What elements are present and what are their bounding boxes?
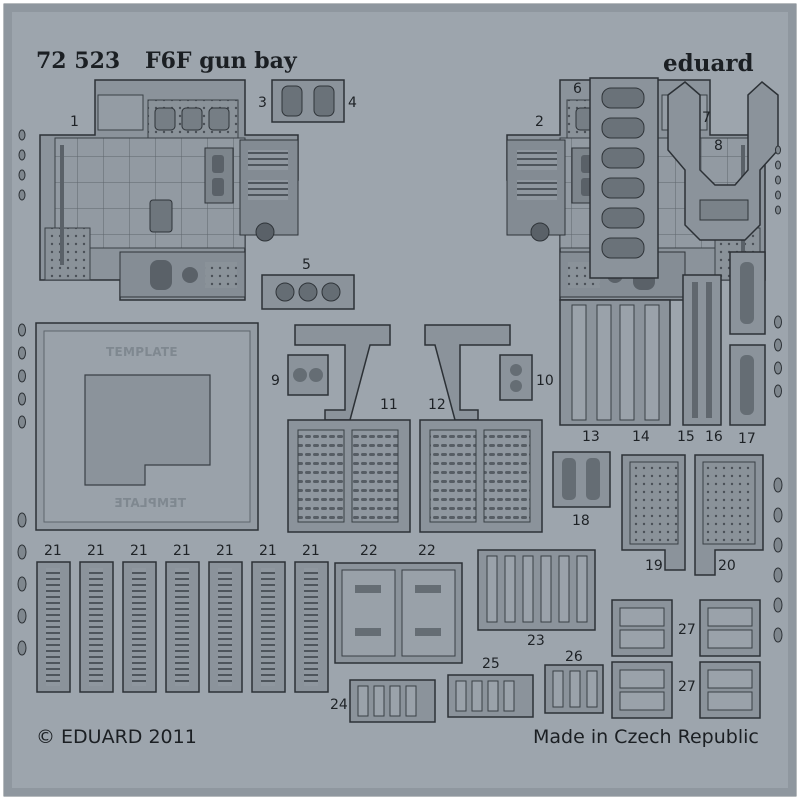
- part-21-strips: [36, 561, 329, 693]
- part-label-15: 15: [677, 429, 695, 445]
- part-label-2: 2: [535, 114, 544, 130]
- template-area: [35, 322, 259, 531]
- part-27: [611, 599, 761, 719]
- sheet-title: F6F gun bay: [145, 48, 297, 74]
- parts-9-10: [287, 354, 533, 401]
- origin-text: Made in Czech Republic: [533, 726, 759, 748]
- part-label-13: 13: [582, 429, 600, 445]
- part-label-21-a: 21: [44, 543, 62, 559]
- part-1-gun-bay-left: [39, 79, 299, 301]
- part-label-21-b: 21: [87, 543, 105, 559]
- part-label-21-e: 21: [216, 543, 234, 559]
- part-label-18: 18: [572, 513, 590, 529]
- part-label-19: 19: [645, 558, 663, 574]
- template-label-bottom: TEMPLATE: [114, 496, 186, 510]
- part-label-25: 25: [482, 656, 500, 672]
- part-label-3: 3: [258, 95, 267, 111]
- part-18: [552, 451, 611, 508]
- part-label-14: 14: [632, 429, 650, 445]
- brand-logo: eduard: [663, 50, 754, 77]
- sheet-code: 72 523: [36, 48, 121, 74]
- part-5: [261, 274, 355, 310]
- part-23: [477, 549, 596, 631]
- part-label-16: 16: [705, 429, 723, 445]
- part-22: [334, 562, 463, 664]
- template-label-top: TEMPLATE: [106, 345, 178, 359]
- part-label-9: 9: [271, 373, 280, 389]
- part-label-7: 7: [702, 110, 711, 126]
- parts-3-4: [271, 79, 345, 123]
- part-label-4: 4: [348, 95, 357, 111]
- parts-15-16: [682, 274, 722, 426]
- parts-11-12: [287, 324, 543, 533]
- part-label-10: 10: [536, 373, 554, 389]
- parts-7-8: [667, 81, 779, 241]
- part-label-27-b: 27: [678, 679, 696, 695]
- part-label-21-f: 21: [259, 543, 277, 559]
- part-label-11: 11: [380, 397, 398, 413]
- part-6: [589, 77, 659, 279]
- part-label-23: 23: [527, 633, 545, 649]
- part-label-17: 17: [738, 431, 756, 447]
- part-label-5: 5: [302, 257, 311, 273]
- part-label-12: 12: [428, 397, 446, 413]
- part-label-21-c: 21: [130, 543, 148, 559]
- parts-13-14: [559, 299, 671, 426]
- part-label-21-d: 21: [173, 543, 191, 559]
- part-label-8: 8: [714, 138, 723, 154]
- part-26: [544, 664, 604, 714]
- part-label-26: 26: [565, 649, 583, 665]
- part-label-22-b: 22: [418, 543, 436, 559]
- part-label-6: 6: [573, 81, 582, 97]
- part-label-27-a: 27: [678, 622, 696, 638]
- parts-19-20: [621, 454, 764, 576]
- part-24: [349, 679, 436, 723]
- part-label-24: 24: [330, 697, 348, 713]
- part-label-1: 1: [70, 114, 79, 130]
- part-label-22-a: 22: [360, 543, 378, 559]
- drop-shaped-parts: [17, 129, 783, 656]
- part-17: [729, 251, 766, 426]
- copyright-text: © EDUARD 2011: [36, 726, 197, 748]
- part-label-21-g: 21: [302, 543, 320, 559]
- part-25: [447, 674, 534, 718]
- part-label-20: 20: [718, 558, 736, 574]
